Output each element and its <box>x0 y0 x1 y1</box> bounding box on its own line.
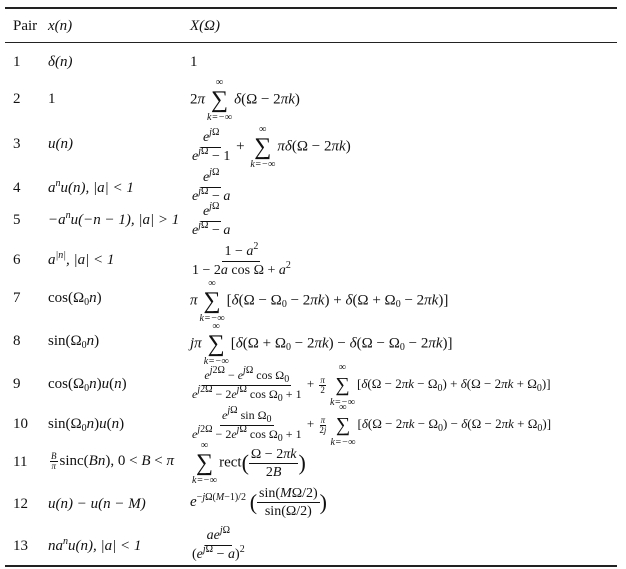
header-rule <box>5 42 617 43</box>
time-signal: −anu(−n − 1), |a| > 1 <box>48 210 180 228</box>
time-signal: anu(n), |a| < 1 <box>48 178 134 196</box>
freq-transform: 1 <box>190 54 198 70</box>
pair-number: 2 <box>13 91 21 107</box>
header-freq: X(Ω) <box>190 18 220 34</box>
pair-number: 13 <box>13 538 28 554</box>
freq-transform: aejΩ(ejΩ − a)2 <box>192 525 245 562</box>
time-signal: sin(Ω0n) <box>48 333 100 351</box>
freq-transform: e−jΩ(M−1)/2 (sin(MΩ/2)sin(Ω/2)) <box>190 486 327 519</box>
pair-number: 6 <box>13 252 21 268</box>
table-row: 12 u(n) − u(n − M) e−jΩ(M−1)/2 (sin(MΩ/2… <box>0 486 626 526</box>
table-row: 13 nanu(n), |a| < 1 aejΩ(ejΩ − a)2 <box>0 525 626 564</box>
time-signal: nanu(n), |a| < 1 <box>48 536 142 554</box>
freq-transform: jπ∞∑k=−∞[δ(Ω + Ω0 − 2πk) − δ(Ω − Ω0 − 2π… <box>190 321 453 367</box>
time-signal: sin(Ω0n)u(n) <box>48 416 125 434</box>
freq-transform: 2π∞∑k=−∞δ(Ω − 2πk) <box>190 77 300 123</box>
table-row: 7 cos(Ω0n) π∞∑k=−∞[δ(Ω − Ω0 − 2πk) + δ(Ω… <box>0 278 626 324</box>
pair-number: 7 <box>13 290 21 306</box>
pair-number: 11 <box>13 454 28 470</box>
pair-number: 3 <box>13 136 21 152</box>
pair-number: 1 <box>13 54 21 70</box>
time-signal: cos(Ω0n) <box>48 290 102 308</box>
time-signal: 1 <box>48 91 56 107</box>
pair-number: 5 <box>13 212 21 228</box>
pair-number: 10 <box>13 416 28 432</box>
pair-number: 9 <box>13 376 21 392</box>
pair-number: 12 <box>13 496 28 512</box>
pair-number: 8 <box>13 333 21 349</box>
freq-transform: π∞∑k=−∞[δ(Ω − Ω0 − 2πk) + δ(Ω + Ω0 − 2πk… <box>190 278 449 324</box>
time-signal: cos(Ω0n)u(n) <box>48 376 127 394</box>
bottom-rule <box>5 565 617 567</box>
header-time: x(n) <box>48 18 73 34</box>
table-row: 2 1 2π∞∑k=−∞δ(Ω − 2πk) <box>0 77 626 123</box>
time-signal: u(n) <box>48 136 73 152</box>
time-signal: a|n|, |a| < 1 <box>48 250 115 268</box>
time-signal: u(n) − u(n − M) <box>48 496 146 512</box>
pair-number: 4 <box>13 180 21 196</box>
header-pair: Pair <box>13 18 38 34</box>
time-signal: δ(n) <box>48 54 73 70</box>
table-row: 8 sin(Ω0n) jπ∞∑k=−∞[δ(Ω + Ω0 − 2πk) − δ(… <box>0 321 626 367</box>
top-rule <box>5 7 617 9</box>
